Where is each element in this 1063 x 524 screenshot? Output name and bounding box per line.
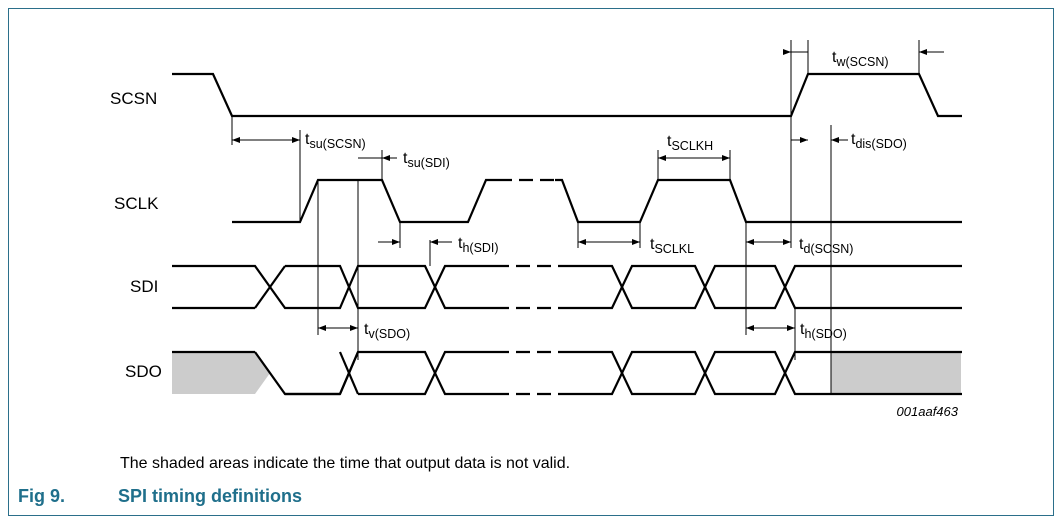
label-th-sdi: th(SDI) xyxy=(458,235,499,255)
signal-label-sdi: SDI xyxy=(130,277,158,296)
figure-title: SPI timing definitions xyxy=(118,486,302,506)
signal-label-scsn: SCSN xyxy=(110,89,157,108)
sdo-waveform-part2-b xyxy=(570,350,831,396)
label-tsu-sdi: tsu(SDI) xyxy=(403,150,450,170)
timing-arrows xyxy=(232,51,944,329)
sdo-cross-b xyxy=(338,351,360,395)
sdo-shaded-area-end xyxy=(831,352,961,394)
label-td-scsn: td(SCSN) xyxy=(799,236,853,256)
sclk-waveform-part1 xyxy=(232,178,498,224)
label-tdis-sdo: tdis(SDO) xyxy=(851,131,907,151)
figure-caption: Fig 9. SPI timing definitions xyxy=(18,486,302,507)
label-tw-scsn: tw(SCSN) xyxy=(832,49,889,69)
sdi-waveform-part2-b xyxy=(570,264,962,310)
label-tsclkl: tSCLKL xyxy=(650,236,694,256)
figure-frame xyxy=(8,8,1054,516)
sdi-waveform-low-part1 xyxy=(172,264,495,310)
label-tv-sdo: tv(SDO) xyxy=(364,321,410,341)
label-tsu-scsn: tsu(SCSN) xyxy=(305,131,366,151)
sdo-waveform-part1-b xyxy=(285,350,495,396)
sdi-cross-1 xyxy=(254,265,286,309)
label-tsclkh: tSCLKH xyxy=(667,133,713,153)
figure-number: Fig 9. xyxy=(18,486,66,506)
arrow-heads xyxy=(232,49,927,331)
figure-note: The shaded areas indicate the time that … xyxy=(120,455,571,472)
sdo-waveform-part1-a xyxy=(254,350,495,396)
sdo-shaded-area-start xyxy=(172,352,270,394)
sdi-waveform-dashed xyxy=(495,264,570,310)
reference-lines xyxy=(231,40,920,394)
sclk-waveform-part2 xyxy=(555,178,962,224)
sdo-waveform-dashed xyxy=(495,350,570,396)
signal-label-sdo: SDO xyxy=(125,362,162,381)
figure-reference: 001aaf463 xyxy=(897,404,959,419)
sdo-waveform-end xyxy=(831,350,962,396)
scsn-waveform xyxy=(172,72,962,118)
signal-label-sclk: SCLK xyxy=(114,194,159,213)
label-th-sdo: th(SDO) xyxy=(800,321,847,341)
sdi-waveform-high-part1 xyxy=(285,264,495,310)
